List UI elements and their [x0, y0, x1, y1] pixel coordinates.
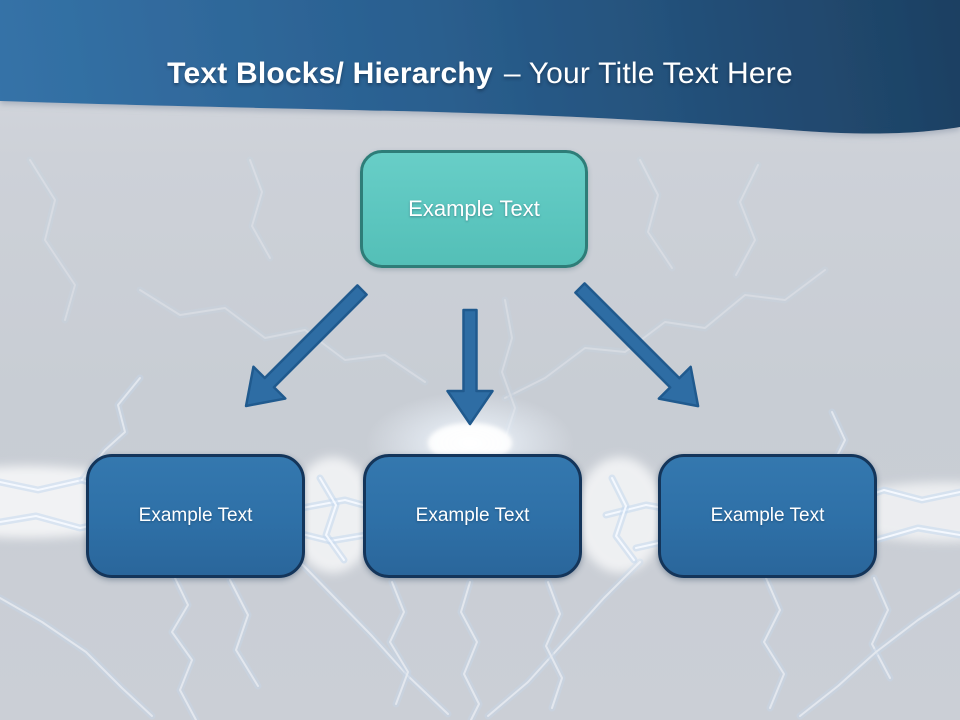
slide-title[interactable]: Text Blocks/ Hierarchy – Your Title Text… [0, 50, 960, 98]
title-emphasis: Text Blocks/ Hierarchy [167, 57, 493, 90]
child-node-1[interactable]: Example Text [86, 454, 305, 578]
child-node-3-label: Example Text [710, 505, 825, 526]
header-band [0, 0, 960, 134]
child-node-2[interactable]: Example Text [363, 454, 582, 578]
title-subtitle: – Your Title Text Here [503, 57, 793, 90]
child-node-1-label: Example Text [138, 505, 253, 526]
connector-arrow-right[interactable] [564, 272, 714, 422]
header-wave-shape [0, 0, 960, 134]
lightning-bottom-bolts [0, 562, 960, 720]
child-node-3[interactable]: Example Text [658, 454, 877, 578]
child-node-2-label: Example Text [415, 505, 530, 526]
connector-arrow-left[interactable] [230, 274, 378, 422]
connector-arrow-middle[interactable] [446, 308, 494, 426]
root-node-label: Example Text [408, 196, 540, 221]
root-node[interactable]: Example Text [360, 150, 588, 268]
